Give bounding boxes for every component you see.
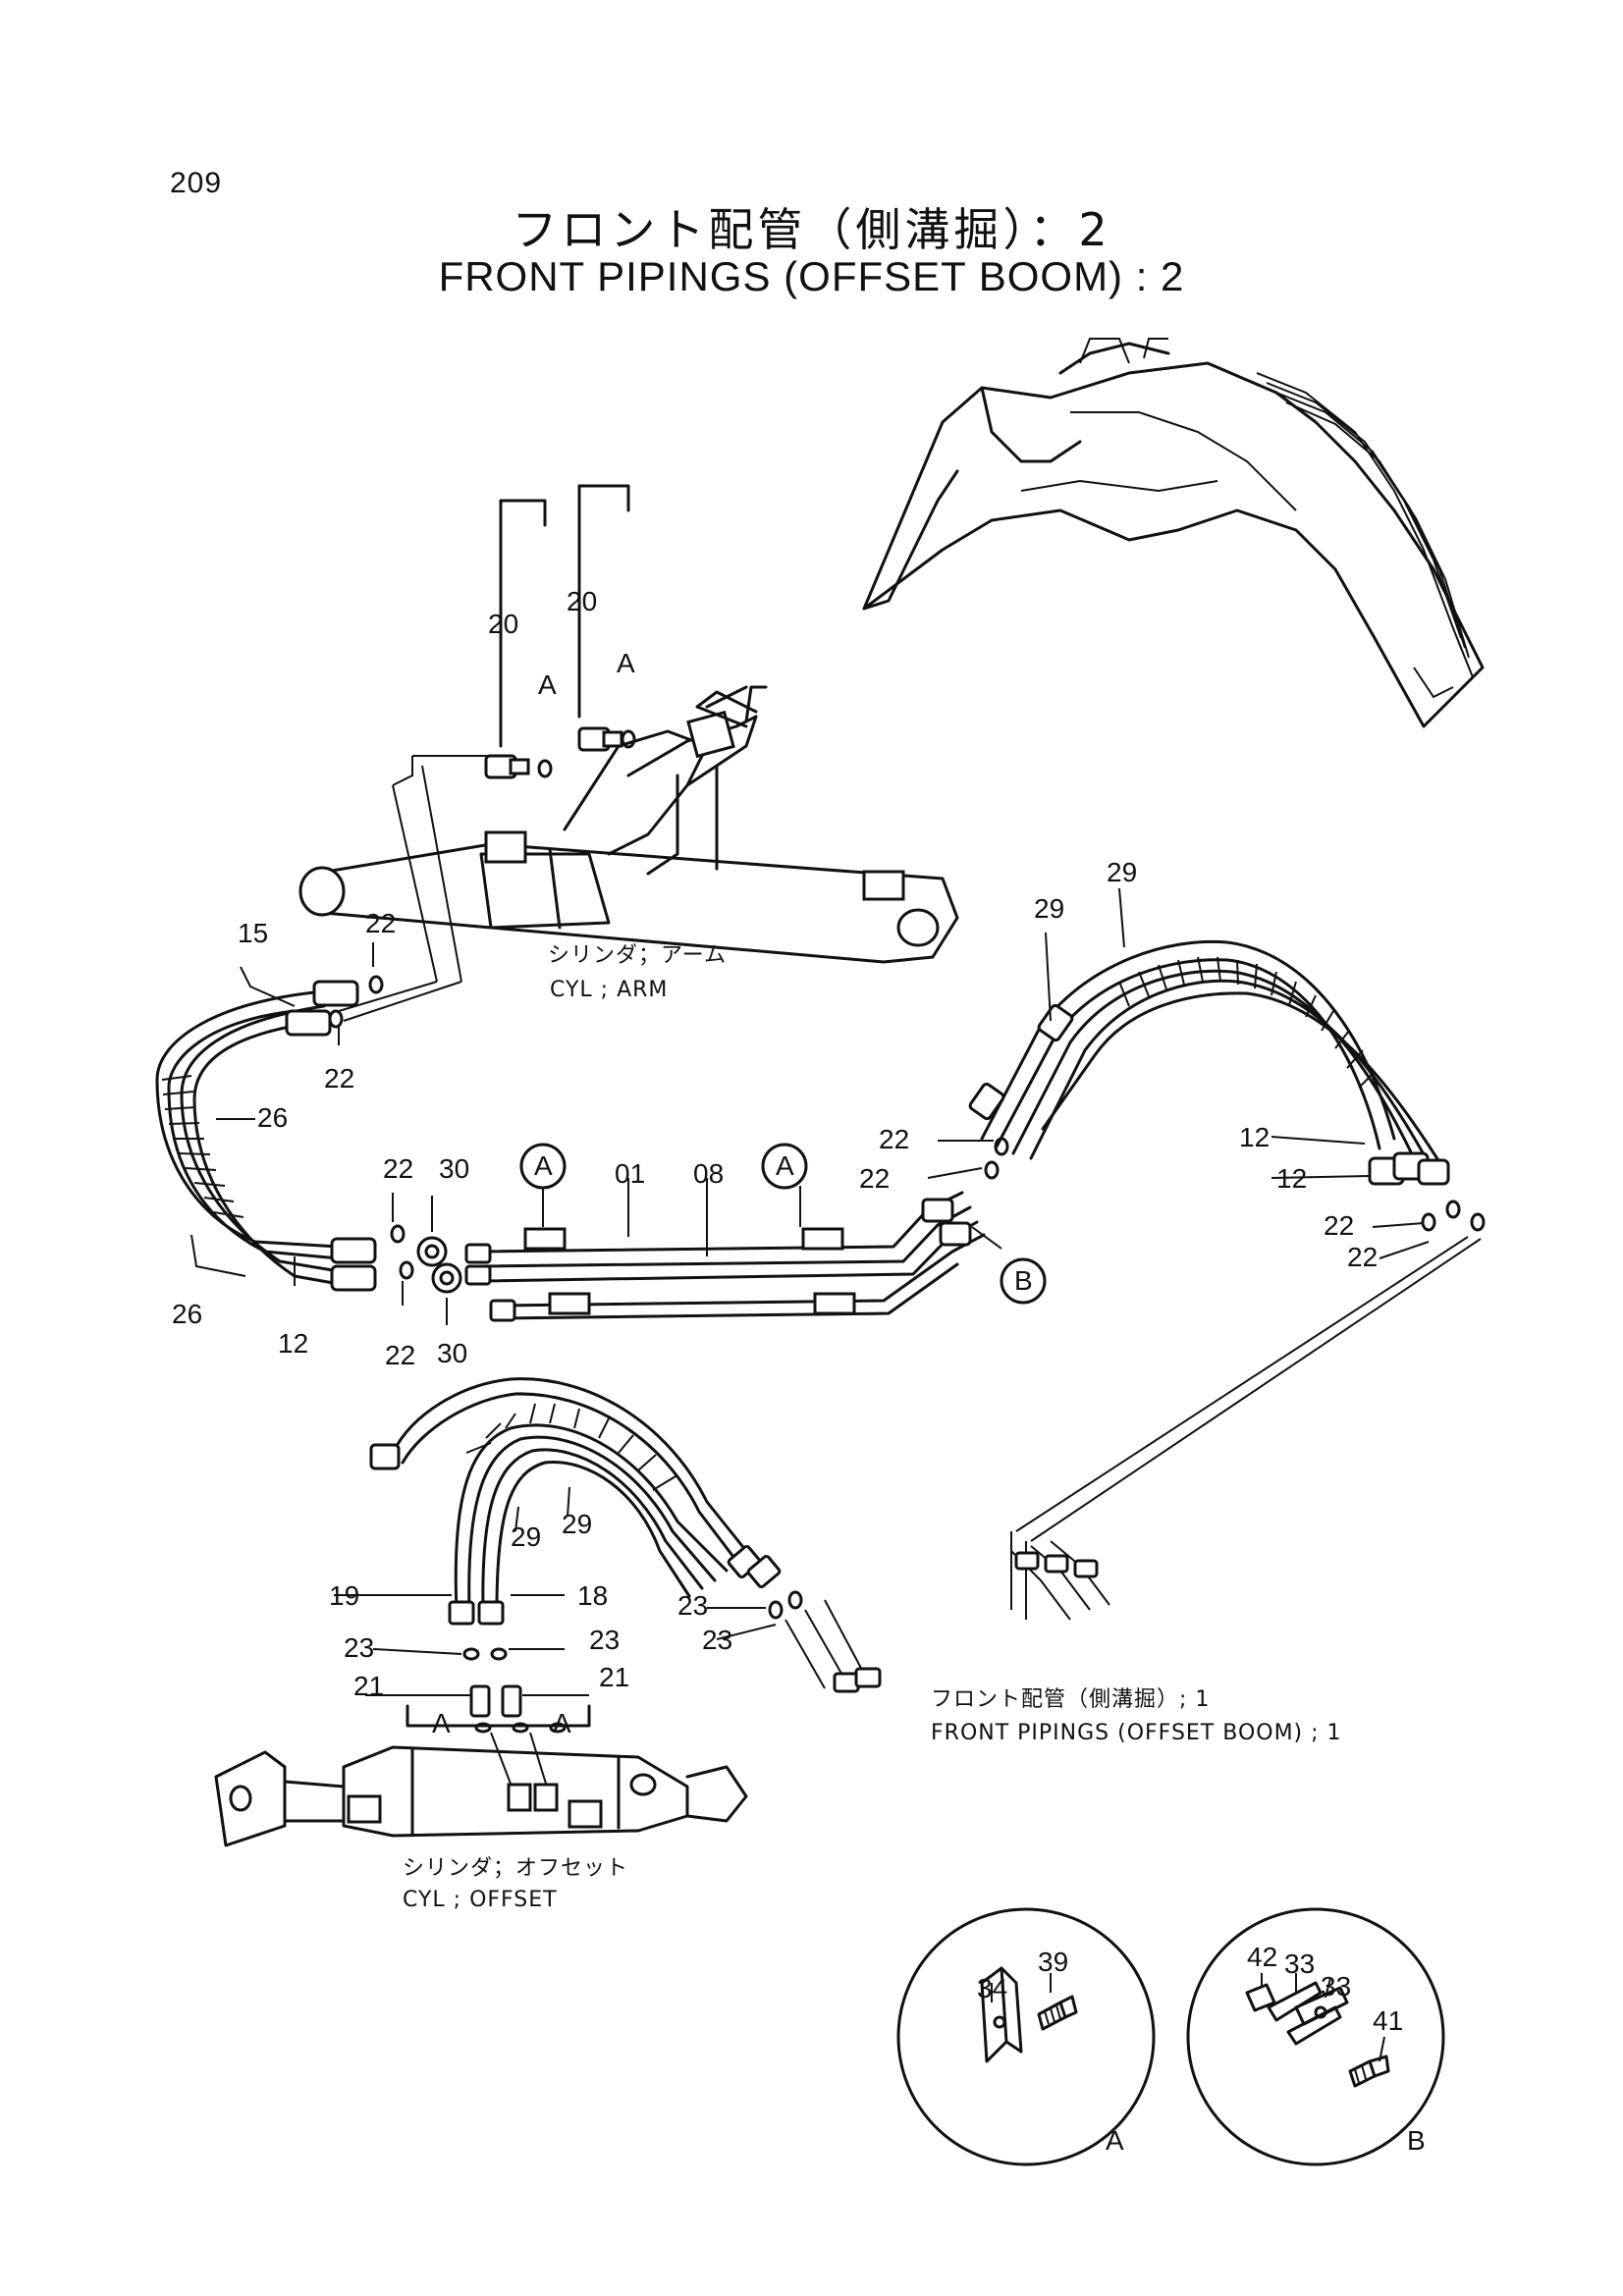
title-english: FRONT PIPINGS (OFFSET BOOM) : 2 xyxy=(438,253,1185,299)
leader-lines xyxy=(190,887,1430,2062)
label-41: 41 xyxy=(1373,2005,1403,2036)
cylinder-offset-caption-jp: シリンダ；オフセット xyxy=(403,1856,628,1881)
detail-a-label: A xyxy=(1106,2125,1124,2156)
label-29: 29 xyxy=(1107,857,1137,887)
label-20: 20 xyxy=(488,609,518,639)
label-34: 34 xyxy=(977,1973,1007,2003)
label-circle-a: A xyxy=(534,1150,553,1181)
label-23: 23 xyxy=(344,1632,374,1663)
cylinder-offset-caption-en: CYL ; OFFSET xyxy=(403,1888,558,1912)
detail-b xyxy=(1186,1907,1445,2166)
label-22: 22 xyxy=(879,1124,909,1154)
label-a: A xyxy=(553,1708,571,1738)
label-30: 30 xyxy=(439,1153,469,1184)
label-23: 23 xyxy=(702,1625,732,1655)
label-33: 33 xyxy=(1284,1949,1315,1979)
title-japanese: フロント配管（側溝掘）：2 xyxy=(512,203,1111,256)
cylinder-arm-caption-jp: シリンダ；アーム xyxy=(548,943,727,968)
label-22: 22 xyxy=(324,1063,354,1094)
excavator-overview-illustration xyxy=(862,338,1485,728)
cylinder-arm-caption-en: CYL ; ARM xyxy=(550,978,668,1002)
label-26: 26 xyxy=(257,1102,288,1133)
label-22: 22 xyxy=(859,1163,890,1194)
callout-labels: 20 20 A A 15 22 22 26 26 12 22 30 22 30 … xyxy=(172,586,1426,2156)
label-01: 01 xyxy=(615,1158,645,1189)
offset-cylinder-illustration xyxy=(214,1745,748,1847)
label-22: 22 xyxy=(365,908,396,938)
label-29: 29 xyxy=(511,1522,541,1552)
label-21: 21 xyxy=(353,1671,384,1701)
captions: シリンダ；アーム CYL ; ARM シリンダ；オフセット CYL ; OFFS… xyxy=(403,943,1342,1912)
label-circle-a: A xyxy=(776,1150,794,1181)
label-12: 12 xyxy=(278,1328,308,1359)
callout-circle-b xyxy=(1000,1257,1047,1305)
label-22: 22 xyxy=(1347,1242,1378,1272)
callout-circle-a-2 xyxy=(761,1143,808,1190)
label-20: 20 xyxy=(567,586,597,616)
label-22: 22 xyxy=(385,1340,415,1370)
label-22: 22 xyxy=(1324,1210,1354,1241)
detail-b-label: B xyxy=(1407,2125,1426,2156)
label-a: A xyxy=(538,669,557,700)
callout-circle-a-1 xyxy=(519,1143,567,1190)
label-19: 19 xyxy=(329,1580,359,1611)
label-a: A xyxy=(617,648,635,678)
label-21: 21 xyxy=(599,1662,629,1692)
reference-caption-jp: フロント配管（側溝掘）; 1 xyxy=(931,1687,1210,1712)
left-seals xyxy=(328,975,462,1294)
left-hoses xyxy=(155,980,377,1292)
label-12: 12 xyxy=(1239,1122,1270,1152)
pipes-01-08 xyxy=(464,1191,986,1322)
offset-fittings-21 xyxy=(406,1684,591,1797)
label-29: 29 xyxy=(562,1509,592,1539)
label-08: 08 xyxy=(693,1158,724,1189)
label-39: 39 xyxy=(1038,1947,1068,1977)
page-number: 209 xyxy=(170,167,223,199)
reference-caption-en: FRONT PIPINGS (OFFSET BOOM) ; 1 xyxy=(931,1721,1342,1745)
label-a: A xyxy=(432,1708,451,1738)
label-23: 23 xyxy=(677,1590,708,1621)
reference-fittings-bottom-right xyxy=(1010,1540,1110,1621)
arm-cylinder-illustration xyxy=(298,685,959,964)
label-18: 18 xyxy=(577,1580,608,1611)
label-33: 33 xyxy=(1321,1971,1351,2002)
label-22: 22 xyxy=(383,1153,413,1184)
label-15: 15 xyxy=(238,918,268,948)
label-42: 42 xyxy=(1247,1942,1277,1972)
label-12: 12 xyxy=(1276,1163,1307,1194)
label-29: 29 xyxy=(1034,893,1064,924)
label-23: 23 xyxy=(589,1625,620,1655)
upper-fittings-20 xyxy=(338,484,636,1022)
detail-a xyxy=(896,1907,1156,2166)
label-30: 30 xyxy=(437,1338,467,1368)
label-26: 26 xyxy=(172,1299,202,1329)
label-circle-b: B xyxy=(1014,1265,1033,1296)
right-hoses xyxy=(968,939,1486,1620)
offset-hoses xyxy=(369,1377,882,1693)
